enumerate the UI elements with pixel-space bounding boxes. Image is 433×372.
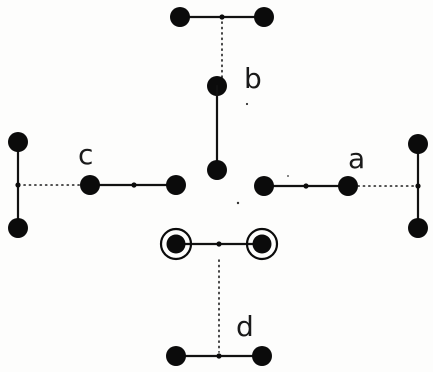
d-far-atom-left: [166, 346, 186, 366]
d-near-center: [216, 241, 222, 247]
group-a: a: [254, 134, 428, 238]
b-far-center: [219, 14, 225, 20]
label-a: a: [348, 142, 365, 175]
c-near-atom-right: [166, 175, 186, 195]
scan-specks: [236, 102, 289, 205]
d-near-atom-right: [252, 234, 272, 254]
a-near-atom-left: [254, 176, 274, 196]
b-far-atom-left: [170, 7, 190, 27]
c-far-atom-bottom: [8, 218, 28, 238]
label-b: b: [244, 62, 262, 95]
b-near-atom-bottom: [207, 160, 227, 180]
group-d: d: [159, 227, 279, 366]
d-near-atom-left: [166, 234, 186, 254]
d-far-center: [216, 353, 222, 359]
speck: [236, 201, 240, 205]
a-near-center: [303, 183, 309, 189]
c-far-atom-top: [8, 132, 28, 152]
c-near-center: [131, 182, 137, 188]
d-far-atom-right: [252, 346, 272, 366]
group-c: c: [8, 132, 186, 238]
d-near-atom-right-ring: [245, 227, 279, 261]
a-far-center: [415, 183, 421, 189]
c-far-center: [15, 182, 21, 188]
b-far-atom-right: [254, 7, 274, 27]
d-near-atom-left-ring: [159, 227, 193, 261]
speck: [287, 175, 289, 177]
label-c: c: [78, 138, 93, 171]
speck: [245, 102, 249, 106]
c-near-atom-left: [80, 175, 100, 195]
a-far-atom-top: [408, 134, 428, 154]
a-far-atom-bottom: [408, 218, 428, 238]
group-b: b: [170, 7, 274, 180]
a-near-atom-right: [338, 176, 358, 196]
label-d: d: [236, 310, 254, 343]
